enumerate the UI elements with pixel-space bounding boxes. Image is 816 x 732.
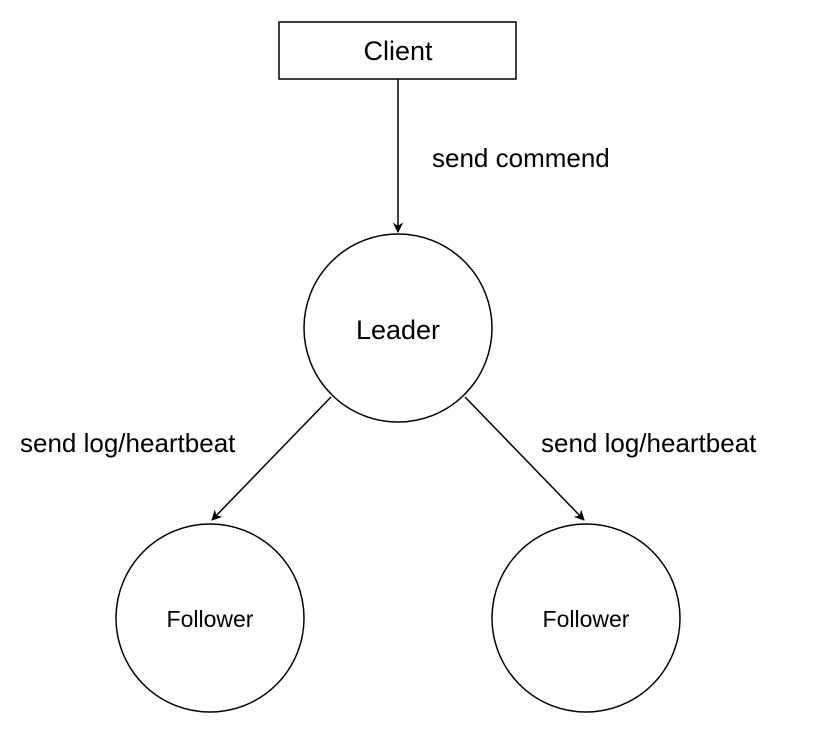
edge-leader-to-follower-right (464, 396, 585, 521)
follower-right-label: Follower (543, 606, 630, 632)
follower-right-node (491, 523, 681, 713)
leader-label: Leader (356, 315, 440, 345)
follower-left-label: Follower (167, 606, 254, 632)
edge-leader-to-follower-right-label: send log/heartbeat (541, 428, 757, 458)
client-label: Client (363, 36, 433, 66)
edge-client-to-leader-label: send commend (432, 143, 610, 173)
edge-leader-to-follower-left-label: send log/heartbeat (20, 428, 236, 458)
follower-left-node (115, 523, 305, 713)
client-node (278, 21, 517, 80)
edge-leader-to-follower-left (211, 396, 332, 521)
leader-node (303, 233, 493, 423)
